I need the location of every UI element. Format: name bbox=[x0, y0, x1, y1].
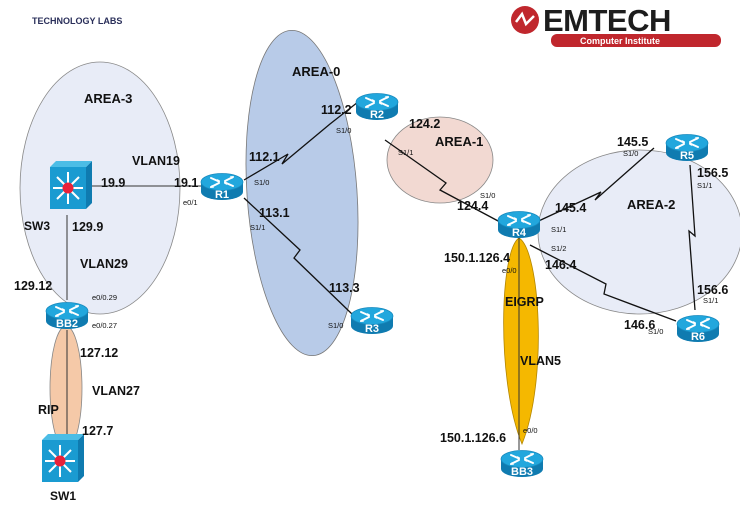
svg-text:R3: R3 bbox=[365, 323, 379, 335]
svg-text:BB2: BB2 bbox=[56, 318, 78, 330]
ifc-r2-s11: S1/1 bbox=[398, 148, 413, 157]
router-r4[interactable]: R4 bbox=[497, 210, 541, 240]
area1-zone bbox=[386, 116, 494, 204]
area1-label: AREA-1 bbox=[435, 134, 483, 149]
rip-label: RIP bbox=[38, 403, 59, 417]
router-r2[interactable]: R2 bbox=[355, 92, 399, 122]
serial-r1-r3 bbox=[243, 197, 353, 315]
ifc-r5-s11: S1/1 bbox=[697, 181, 712, 190]
svg-text:R4: R4 bbox=[512, 227, 527, 239]
logo-subtitle: Computer Institute bbox=[580, 36, 660, 46]
ifc-r1-s11: S1/1 bbox=[250, 223, 265, 232]
svg-text:R5: R5 bbox=[680, 150, 694, 162]
rip-zone bbox=[49, 325, 83, 451]
ifc-bb3-e00: e0/0 bbox=[523, 426, 538, 435]
ifc-bb2-e027: e0/0.27 bbox=[92, 321, 117, 330]
ifc-r4-s10: S1/0 bbox=[480, 191, 495, 200]
ifc-r6-s11: S1/1 bbox=[703, 296, 718, 305]
addr-r1-r3: 113.1 bbox=[259, 206, 290, 220]
ifc-bb2-e029: e0/0.29 bbox=[92, 293, 117, 302]
switch-sw1[interactable] bbox=[41, 433, 85, 483]
serial-r5-r6 bbox=[688, 164, 696, 311]
multilayer-switch-icon bbox=[49, 160, 93, 210]
addr-r1-r2: 112.1 bbox=[249, 150, 280, 164]
addr-r5-r6: 156.5 bbox=[697, 166, 728, 180]
addr-bb2-vlan27: 127.12 bbox=[80, 346, 118, 360]
ifc-r4-s11: S1/1 bbox=[551, 225, 566, 234]
addr-r4-r5: 145.4 bbox=[555, 201, 586, 215]
area2-label: AREA-2 bbox=[627, 197, 675, 212]
addr-sw1-vlan27: 127.7 bbox=[82, 424, 113, 438]
area3-zone bbox=[19, 61, 181, 315]
ifc-r1-s10: S1/0 bbox=[254, 178, 269, 187]
vlan19-label: VLAN19 bbox=[132, 154, 180, 168]
sw3-label: SW3 bbox=[24, 219, 50, 233]
vlan5-label: VLAN5 bbox=[520, 354, 561, 368]
logo-brand: EMTECH bbox=[543, 3, 671, 38]
ifc-r5-s10: S1/0 bbox=[623, 149, 638, 158]
serial-r4-r5 bbox=[529, 147, 655, 226]
ifc-r6-s10: S1/0 bbox=[648, 327, 663, 336]
ifc-r2-s10: S1/0 bbox=[336, 126, 351, 135]
router-bb3[interactable]: BB3 bbox=[500, 449, 544, 479]
ifc-r4-e00: e0/0 bbox=[502, 266, 517, 275]
addr-bb2-vlan29: 129.12 bbox=[14, 279, 52, 293]
addr-r6-r4: 146.6 bbox=[624, 318, 655, 332]
svg-text:R2: R2 bbox=[370, 109, 384, 121]
router-r1[interactable]: R1 bbox=[200, 172, 244, 202]
ifc-r3-s10: S1/0 bbox=[328, 321, 343, 330]
addr-sw3-vlan29: 129.9 bbox=[72, 220, 103, 234]
svg-text:R6: R6 bbox=[691, 331, 705, 343]
area0-zone bbox=[245, 29, 359, 357]
ifc-r4-s12: S1/2 bbox=[551, 244, 566, 253]
addr-sw3-vlan19: 19.9 bbox=[101, 176, 125, 190]
multilayer-switch-icon bbox=[41, 433, 85, 483]
vlan29-label: VLAN29 bbox=[80, 257, 128, 271]
addr-r3-r1: 113.3 bbox=[329, 281, 360, 295]
addr-r2-r1: 112.2 bbox=[321, 103, 352, 117]
switch-sw3[interactable] bbox=[49, 160, 93, 210]
addr-bb3-r4: 150.1.126.6 bbox=[440, 431, 506, 445]
serial-r4-r6 bbox=[529, 244, 677, 322]
router-r5[interactable]: R5 bbox=[665, 133, 709, 163]
emtech-logo: EMTECH Computer Institute bbox=[511, 3, 721, 47]
svg-text:R1: R1 bbox=[215, 189, 229, 201]
ifc-r1-e01: e0/1 bbox=[183, 198, 198, 207]
svg-text:BB3: BB3 bbox=[511, 466, 533, 478]
page-title: TECHNOLOGY LABS bbox=[32, 16, 122, 26]
area3-label: AREA-3 bbox=[84, 91, 132, 106]
addr-r6-r5: 156.6 bbox=[697, 283, 728, 297]
router-r6[interactable]: R6 bbox=[676, 314, 720, 344]
eigrp-zone bbox=[503, 237, 539, 446]
addr-r2-r4: 124.2 bbox=[409, 117, 440, 131]
addr-r4-r6: 146.4 bbox=[545, 258, 576, 272]
serial-r2-r4 bbox=[384, 139, 501, 223]
addr-r4-r2: 124.4 bbox=[457, 199, 488, 213]
addr-r4-bb3: 150.1.126.4 bbox=[444, 251, 510, 265]
eigrp-label: EIGRP bbox=[505, 295, 544, 309]
serial-r1-r2 bbox=[243, 101, 359, 181]
addr-r1-vlan19: 19.1 bbox=[174, 176, 198, 190]
router-bb2[interactable]: BB2 bbox=[45, 301, 89, 331]
area0-label: AREA-0 bbox=[292, 64, 340, 79]
vlan27-label: VLAN27 bbox=[92, 384, 140, 398]
sw1-label: SW1 bbox=[50, 489, 76, 503]
router-r3[interactable]: R3 bbox=[350, 306, 394, 336]
addr-r5-r4: 145.5 bbox=[617, 135, 648, 149]
